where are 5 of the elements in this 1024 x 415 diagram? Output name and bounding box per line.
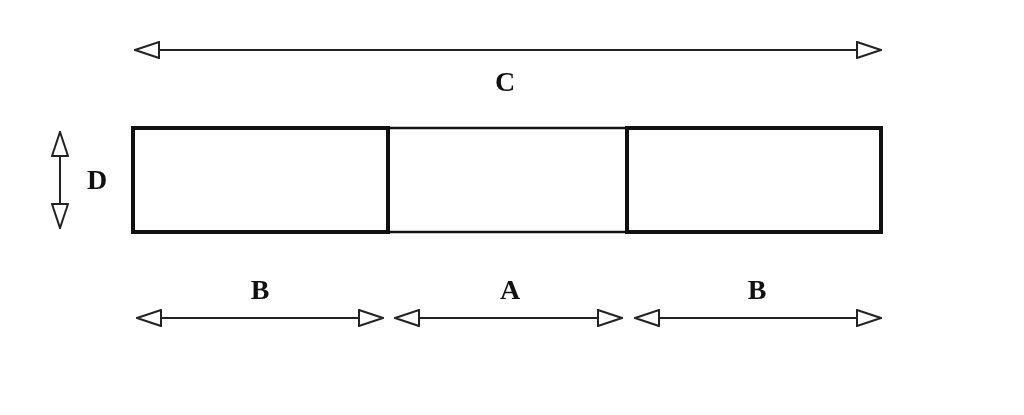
dimension-label: A <box>499 275 521 305</box>
dimension-label: B <box>747 275 767 305</box>
dimension-label: D <box>86 165 108 195</box>
dimension-label: B <box>250 275 270 305</box>
dimension-label: C <box>494 67 516 97</box>
